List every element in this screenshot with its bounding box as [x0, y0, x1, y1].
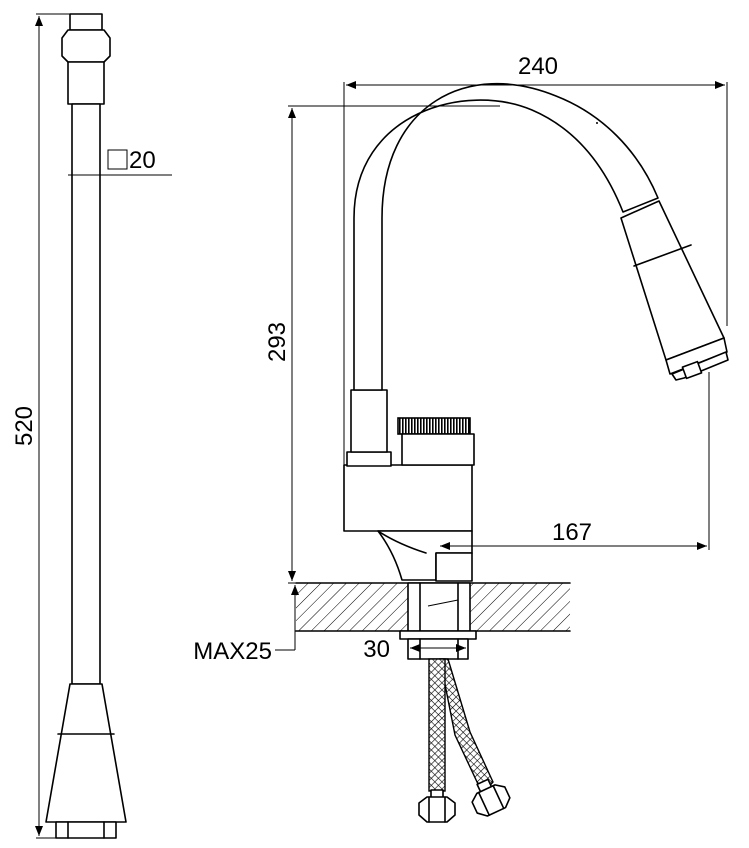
- spray-head: [620, 200, 729, 381]
- shank-diameter-dimension: 30: [363, 636, 466, 663]
- overall-height-label: 293: [264, 322, 291, 362]
- hose-section-label: 20: [129, 147, 156, 174]
- supply-hoses: [418, 658, 511, 823]
- faucet-side-view: 240 293 167 MAX25 30: [193, 53, 729, 823]
- flexible-hose-view: 520 20: [11, 13, 172, 839]
- shank-diameter-label: 30: [363, 636, 390, 663]
- faucet-base: [343, 464, 473, 532]
- flexible-spout: [353, 82, 659, 391]
- overall-width-label: 240: [518, 53, 558, 80]
- overall-height-dimension: 293: [264, 105, 500, 584]
- countertop-section: [295, 582, 571, 632]
- hose-length-label: 520: [11, 406, 38, 446]
- spout-reach-dimension: 167: [440, 372, 710, 550]
- deck-thickness-label: MAX25: [193, 638, 272, 665]
- hose-length-dimension: 520: [11, 13, 72, 839]
- spout-reach-label: 167: [552, 519, 592, 546]
- hose-section-dimension: 20: [68, 147, 172, 176]
- deck-thickness-dimension: MAX25: [193, 585, 299, 665]
- overall-width-dimension: 240: [343, 53, 728, 465]
